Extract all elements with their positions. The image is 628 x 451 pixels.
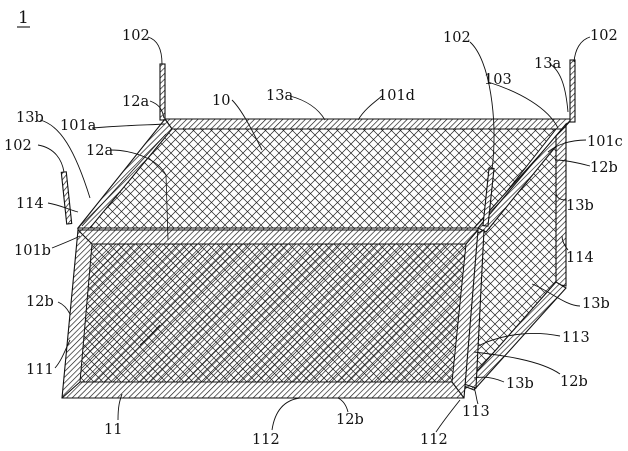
label-12b-right-top: 12b [590,160,618,176]
label-12b-bottom: 12b [336,412,364,428]
label-113-bottom: 113 [462,404,490,420]
rod-top-left [159,63,166,121]
front-mesh-panel [79,243,467,383]
label-102-top-right-1: 102 [443,30,471,46]
label-102-top-right-2: 102 [590,28,618,44]
reference-labels: 102 12a 10 13a 101d 102 13a 102 103 13b … [4,28,623,448]
label-10: 10 [212,93,230,109]
label-101c: 101c [587,134,623,150]
label-12b-right-low: 12b [560,374,588,390]
label-101d: 101d [378,88,415,104]
label-102-top-left: 102 [122,28,150,44]
label-13a-right: 13a [534,56,561,72]
rod-left [60,171,73,225]
figure-number: 1 [17,8,30,28]
label-13b-right-mid: 13b [582,296,610,312]
inner-wire-12a [165,174,169,241]
label-111: 111 [26,362,54,378]
label-112-left: 112 [252,432,280,448]
rod-right-back [569,59,576,123]
leader-lines [37,36,591,433]
label-101b: 101b [14,243,51,259]
rim-back [163,118,574,130]
label-112-right: 112 [420,432,448,448]
label-113-right: 113 [562,330,590,346]
label-114-left: 114 [16,196,44,212]
label-13b-left: 13b [16,110,44,126]
label-101a: 101a [60,118,97,134]
label-12a-mid: 12a [86,143,113,159]
label-114-right: 114 [566,250,594,266]
label-13b-right-low: 13b [506,376,534,392]
right-side-frame-bottom [463,281,567,391]
label-102-left: 102 [4,138,32,154]
right-side-frame-outer [555,124,567,287]
rod-right-front [482,167,495,227]
label-103: 103 [484,72,512,88]
svg-text:1: 1 [18,8,29,28]
label-13b-right-top: 13b [566,198,594,214]
label-13a-top: 13a [266,88,293,104]
label-11: 11 [104,422,122,438]
label-12a-top: 12a [122,94,149,110]
inner-wire-13a [81,133,167,227]
label-12b-left: 12b [26,294,54,310]
